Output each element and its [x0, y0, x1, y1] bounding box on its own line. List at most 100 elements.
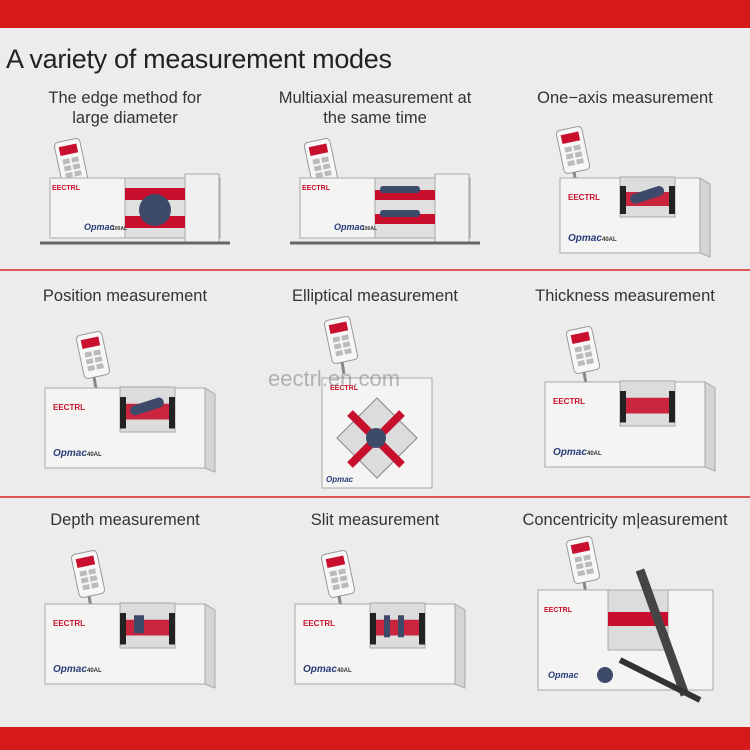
keypad-key-icon [329, 570, 338, 577]
laser-beam [375, 190, 435, 200]
keypad-key-icon [573, 144, 582, 151]
keypad-key-icon [332, 336, 341, 343]
receiver-head [434, 173, 470, 243]
keypad-key-icon [574, 556, 583, 563]
keypad-key-icon [341, 582, 349, 589]
bottom-red-bar [0, 727, 750, 750]
receiver-head [184, 173, 220, 243]
mode-label-concentricity: Concentricity m|easurement [522, 511, 728, 529]
workpiece-icon [366, 428, 386, 448]
model-name: Opmac [84, 222, 115, 232]
model-number: 100AL [112, 226, 127, 232]
keypad-key-icon [577, 359, 586, 367]
page-title: A variety of measurement modes [6, 44, 392, 74]
model-number: 100AL [362, 226, 377, 232]
emitter-face [120, 397, 126, 429]
workpiece-icon [398, 615, 404, 638]
gauge-illustration-elliptical: EECTRL Opmac [321, 316, 433, 489]
display-screen-icon [570, 331, 591, 345]
model-name: Opmac [548, 670, 579, 680]
laser-beam [375, 214, 435, 224]
display-screen-icon [560, 131, 581, 145]
mode-label-edge: The edge method for large diameter [48, 89, 202, 127]
model-name: Opmac [553, 447, 587, 458]
keypad-key-icon [586, 358, 594, 365]
keypad-key-icon [574, 346, 583, 353]
model-number: 40AL [87, 452, 102, 458]
workpiece-icon [384, 615, 390, 638]
workpiece-icon [380, 186, 420, 193]
keypad-key-icon [85, 358, 94, 365]
workpiece-icon [380, 210, 420, 217]
laser-beam [376, 619, 419, 636]
brand-badge: EECTRL [53, 619, 85, 628]
keypad-key-icon [63, 165, 72, 172]
model-name: Opmac [53, 664, 87, 675]
brand-badge: EECTRL [303, 619, 335, 628]
brand-badge: EECTRL [544, 607, 573, 614]
display-screen-icon [80, 336, 101, 350]
gauge-side-panel [699, 177, 711, 258]
gauge-side-panel [454, 603, 466, 689]
workpiece-icon [630, 186, 665, 204]
keypad-key-icon [89, 575, 98, 582]
keypad-key-icon [565, 153, 574, 160]
keypad-key-icon [322, 163, 331, 170]
model-name: Opmac [326, 475, 354, 484]
keypad-key-icon [91, 582, 99, 589]
keypad-key-icon [344, 348, 352, 355]
mode-card-elliptical: EECTRL Opmac Elliptical measurement [250, 278, 500, 508]
keypad-key-icon [333, 343, 342, 350]
display-screen-icon [308, 143, 329, 157]
keypad-key-icon [313, 165, 322, 172]
brand-badge: EECTRL [52, 185, 81, 192]
gauge-illustration-concentricity: EECTRL Opmac [537, 536, 714, 703]
top-red-bar [0, 0, 750, 28]
keypad-key-icon [332, 583, 341, 591]
mode-label-one: One−axis measurement [537, 89, 713, 107]
keypad-key-icon [584, 351, 593, 358]
keypad-key-icon [74, 170, 82, 177]
keypad-key-icon [335, 349, 344, 357]
keypad-key-icon [87, 364, 96, 372]
mode-label-thickness: Thickness measurement [535, 287, 715, 305]
keypad-key-icon [94, 356, 103, 363]
keypad-key-icon [65, 171, 74, 179]
brand-badge: EECTRL [330, 385, 359, 392]
model-name: Opmac [334, 222, 365, 232]
gauge-side-panel [704, 381, 716, 472]
mode-label-slit: Slit measurement [310, 511, 440, 529]
row-divider-2 [0, 496, 750, 498]
display-screen-icon [325, 555, 346, 569]
keypad-key-icon [575, 563, 584, 570]
display-screen-icon [75, 555, 96, 569]
keypad-key-icon [583, 554, 592, 561]
gauge-side-panel [204, 603, 216, 689]
model-number: 40AL [587, 451, 602, 457]
keypad-key-icon [564, 146, 573, 153]
gauge-side-panel [204, 387, 216, 473]
receiver-face [419, 613, 425, 645]
keypad-key-icon [84, 351, 93, 358]
emitter-face [120, 613, 126, 645]
model-number: 40AL [87, 668, 102, 674]
keypad-key-icon [312, 158, 321, 165]
keypad-key-icon [342, 341, 351, 348]
watermark: eectrl.en.com [268, 366, 401, 391]
keypad-key-icon [321, 156, 330, 163]
keypad-key-icon [584, 561, 593, 568]
emitter-face [620, 186, 626, 214]
mode-label-elliptical: Elliptical measurement [292, 287, 458, 305]
keypad-key-icon [324, 170, 332, 177]
display-screen-icon [328, 321, 349, 335]
workpiece-icon [139, 194, 171, 226]
keypad-key-icon [82, 583, 91, 591]
receiver-face [669, 391, 675, 423]
